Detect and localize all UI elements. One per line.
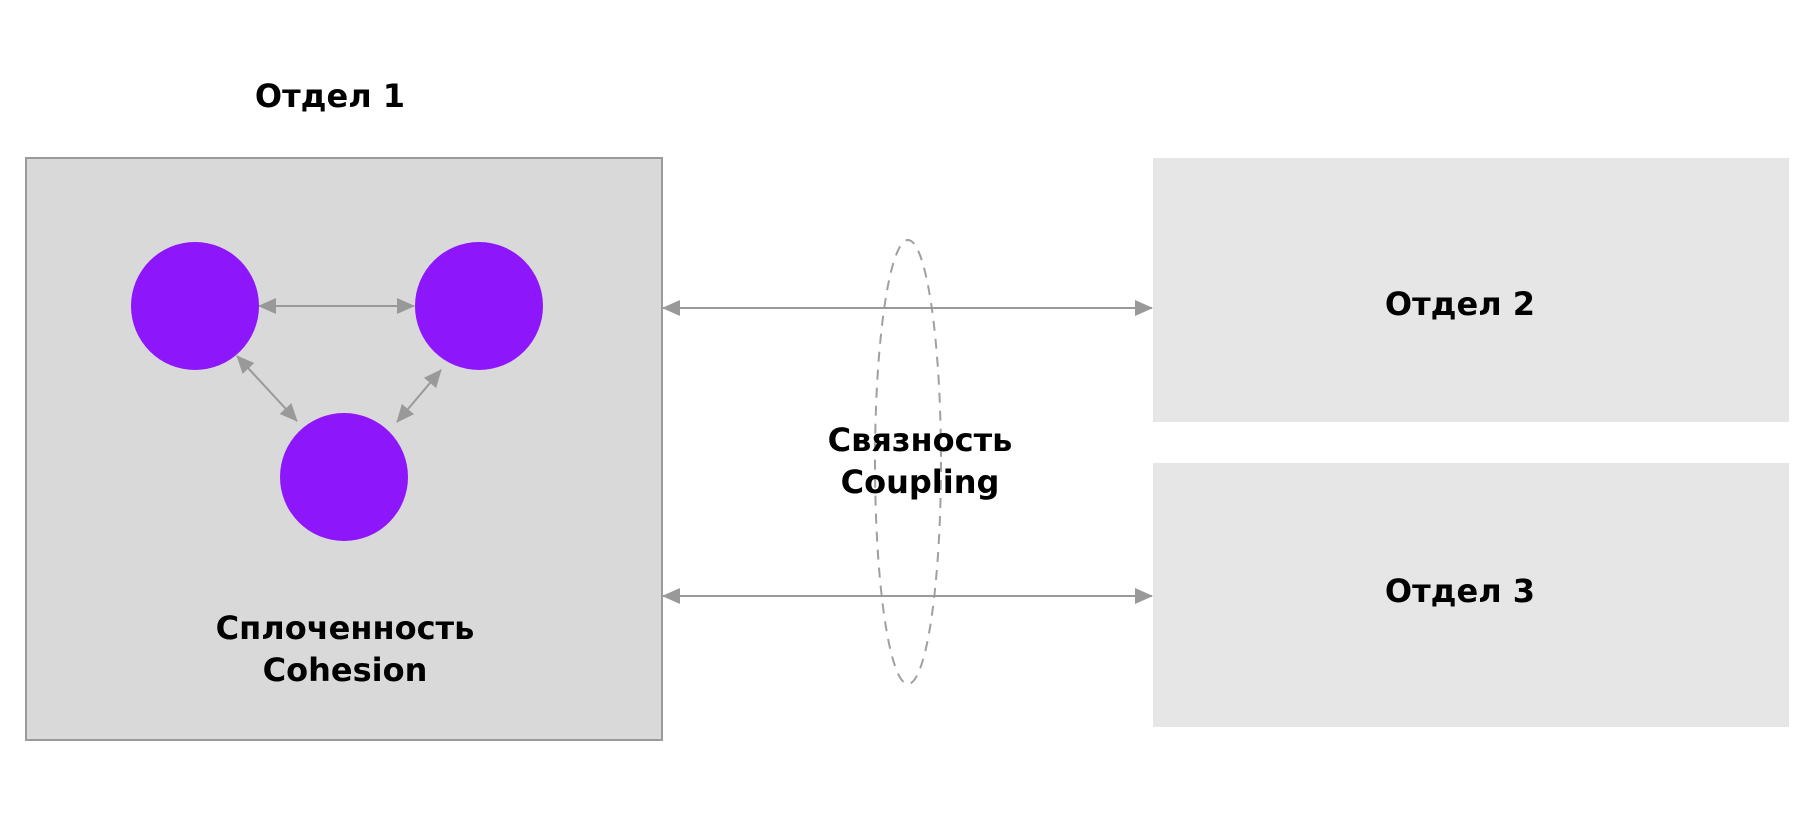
department-2-label: Отдел 2	[1384, 285, 1536, 323]
coupling-label-ru: Связность	[827, 421, 1013, 459]
department-3-box	[1153, 463, 1789, 727]
coupling-label: Связность Coupling	[770, 419, 1070, 503]
coupling-ellipse	[874, 239, 942, 685]
coupling-label-en: Coupling	[840, 463, 1000, 501]
cohesion-arrow-node-2-node-3	[396, 369, 442, 423]
cohesion-arrow-node-1-node-3	[236, 355, 298, 422]
department-2-box	[1153, 158, 1789, 422]
department-1-title: Отдел 1	[254, 77, 406, 115]
department-3-label: Отдел 3	[1384, 572, 1536, 610]
cohesion-label-en: Cohesion	[262, 651, 428, 689]
team-node-2	[415, 242, 543, 370]
cohesion-label: Сплоченность Cohesion	[160, 607, 530, 691]
cohesion-label-ru: Сплоченность	[215, 609, 475, 647]
team-node-1	[131, 242, 259, 370]
team-node-3	[280, 413, 408, 541]
